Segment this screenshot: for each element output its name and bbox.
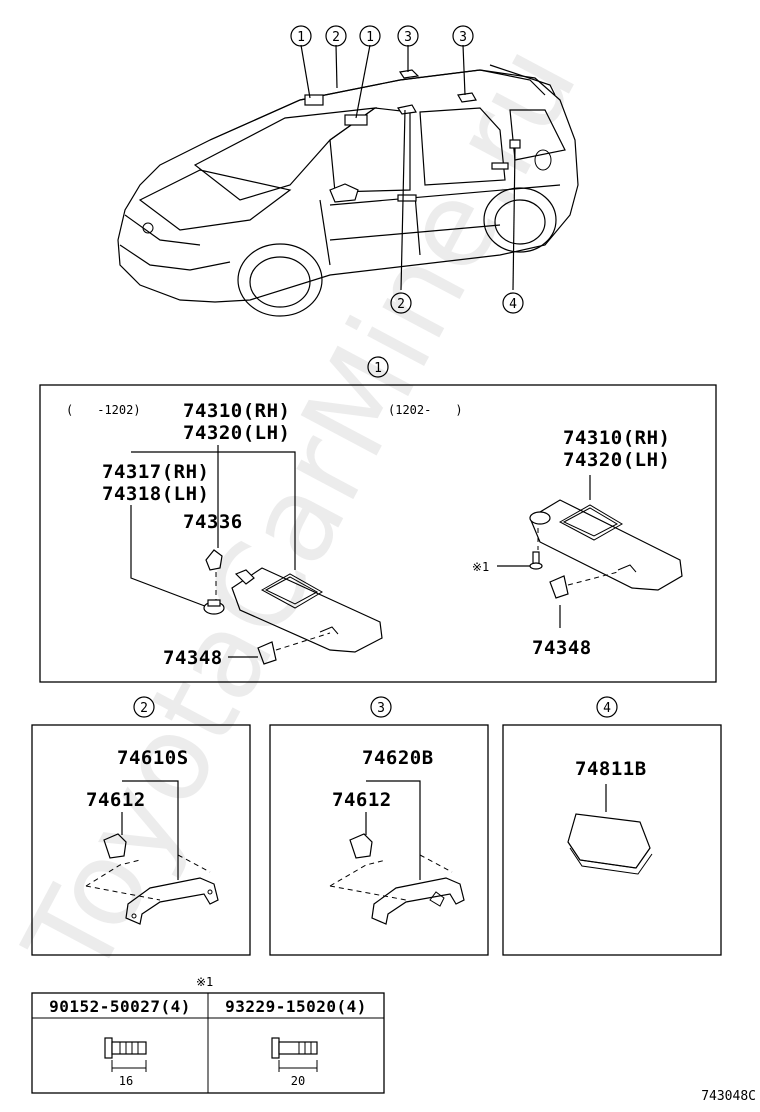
section-2-cap-part: [103, 833, 127, 859]
right-range-label: (1202- ): [388, 403, 463, 417]
svg-text:4: 4: [603, 701, 611, 716]
right-screw-part: [529, 551, 543, 570]
left-holder-part: [203, 599, 225, 615]
callout-label: 2: [332, 30, 340, 45]
callout-label: 4: [509, 297, 517, 312]
left-hook-part: [257, 641, 277, 665]
callout-2-b: 2: [390, 292, 412, 314]
svg-text:2: 2: [140, 701, 148, 716]
car-illustration: [117, 44, 579, 317]
left-clip-label: 74336: [183, 511, 243, 533]
watermark: ToyotaCarMine.ru: [0, 23, 604, 999]
section-1-box: [39, 384, 717, 683]
section-2-grip-label: 74610S: [117, 747, 189, 769]
svg-text:3: 3: [377, 701, 385, 716]
callout-label: 3: [404, 30, 412, 45]
section-2-cap-label: 74612: [86, 789, 146, 811]
section-3-marker: 3: [370, 696, 392, 718]
left-range-label: ( -1202): [66, 403, 141, 417]
left-clip-part: [205, 549, 223, 571]
callout-label: 1: [366, 30, 374, 45]
section-4-box: [502, 724, 722, 956]
left-visor-rh-label: 74310(RH): [183, 400, 290, 422]
fastener-1-length: 16: [119, 1074, 133, 1088]
section-4-marker: 4: [596, 696, 618, 718]
callout-3-b: 3: [452, 25, 474, 47]
section-1-marker: 1: [367, 356, 389, 378]
section-2-grip-part: [125, 877, 219, 925]
callout-label: 1: [297, 30, 305, 45]
callout-4-a: 4: [502, 292, 524, 314]
section-3-cap-part: [349, 833, 373, 859]
left-holder-lh-label: 74318(LH): [102, 483, 209, 505]
bolt-16-icon: [104, 1037, 147, 1072]
fastener-2-part: 93229-15020(4): [225, 997, 367, 1016]
right-visor-lh-label: 74320(LH): [563, 449, 670, 471]
right-visor-rh-label: 74310(RH): [563, 427, 670, 449]
section-2-box: [31, 724, 251, 956]
fastener-note-ref: ※1: [196, 975, 213, 989]
left-hook-label: 74348: [163, 647, 223, 669]
fastener-1-part: 90152-50027(4): [49, 997, 191, 1016]
section-3-grip-label: 74620B: [362, 747, 434, 769]
right-hook-label: 74348: [532, 637, 592, 659]
section-4-lamp-label: 74811B: [575, 758, 647, 780]
callout-1-a: 1: [290, 25, 312, 47]
figure-code: 743048C: [701, 1089, 756, 1104]
right-hook-part: [549, 575, 569, 599]
bolt-20-icon: [271, 1037, 318, 1072]
right-note-ref: ※1: [472, 560, 489, 574]
section-3-cap-label: 74612: [332, 789, 392, 811]
callout-label: 2: [397, 297, 405, 312]
callout-1-b: 1: [359, 25, 381, 47]
right-sun-visor: [529, 499, 683, 591]
callout-2-a: 2: [325, 25, 347, 47]
callout-3-a: 3: [397, 25, 419, 47]
section-3-grip-part: [371, 877, 465, 925]
left-visor-lh-label: 74320(LH): [183, 422, 290, 444]
fastener-table: 90152-50027(4) 93229-15020(4) 16 20: [31, 992, 385, 1094]
left-holder-rh-label: 74317(RH): [102, 461, 209, 483]
svg-text:1: 1: [374, 361, 382, 376]
left-sun-visor: [231, 567, 383, 653]
section-4-lamp-part: [567, 813, 653, 875]
section-2-marker: 2: [133, 696, 155, 718]
fastener-2-length: 20: [291, 1074, 305, 1088]
section-3-box: [269, 724, 489, 956]
callout-label: 3: [459, 30, 467, 45]
